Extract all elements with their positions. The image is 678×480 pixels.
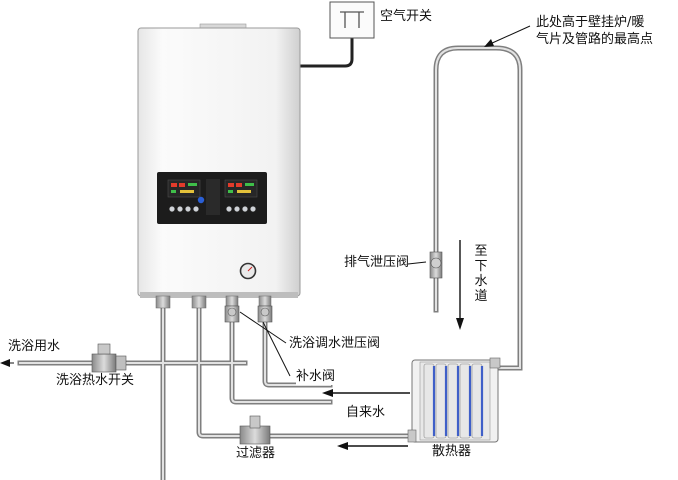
radiator-unit <box>407 357 501 443</box>
power-cable <box>298 36 354 68</box>
label-refill-valve: 补水阀 <box>296 369 336 385</box>
leader-lines <box>239 261 427 377</box>
valve-exhaust <box>429 251 443 279</box>
label-bath-hot-water-switch: 洗浴热水开关 <box>56 373 135 388</box>
display-right <box>224 179 258 198</box>
pipe-heating-return <box>196 302 248 439</box>
air-switch-box <box>329 1 375 39</box>
arrow-highest-point-line <box>489 25 531 45</box>
valve-bath-pressure <box>224 305 240 323</box>
label-air-switch: 空气开关 <box>380 9 433 24</box>
pipe-radiator-supply <box>433 45 523 371</box>
display-digits <box>171 183 242 187</box>
label-to-lower-channel: 至下水道 <box>474 244 488 304</box>
label-radiator: 散热器 <box>432 444 472 459</box>
label-exhaust-valve: 排气泄压阀 <box>344 255 410 270</box>
power-knob-icon <box>197 196 205 204</box>
arrow-drain-head <box>456 318 464 330</box>
boiler-body <box>137 27 301 297</box>
pipes <box>17 36 523 480</box>
label-highest-point-line1: 此处高于壁挂炉/暖 <box>536 15 645 30</box>
display-indicators <box>171 183 254 193</box>
label-highest-point-line2: 气片及管路的最高点 <box>536 32 654 47</box>
boiler-fittings <box>155 295 272 309</box>
leader-refill-valve <box>261 319 291 377</box>
arrow-tap-water-head <box>322 389 333 397</box>
radiator-fins <box>423 363 483 439</box>
display-left <box>167 179 201 198</box>
filter-fitting <box>239 415 271 445</box>
panel-label-center <box>206 179 220 215</box>
arrow-bath-water-head <box>0 359 10 367</box>
leader-exhaust-valve <box>407 261 427 265</box>
valve-bath-hot-water-switch <box>91 343 127 373</box>
wall-boiler <box>137 23 301 309</box>
flow-arrows <box>0 25 531 450</box>
boiler-bottom <box>140 292 298 298</box>
valve-refill <box>257 305 273 323</box>
label-highest-point: 此处高于壁挂炉/暖 气片及管路的最高点 <box>536 14 653 48</box>
label-filter: 过滤器 <box>236 446 276 461</box>
arrow-return-head <box>337 442 348 450</box>
label-bath-water: 洗浴用水 <box>8 339 61 354</box>
label-tap-water: 自来水 <box>346 405 386 420</box>
radiator-stripes <box>432 366 484 436</box>
label-bath-pressure-valve: 洗浴调水泄压阀 <box>289 336 381 352</box>
leader-bath-pressure-valve <box>239 311 287 344</box>
arrow-highest-point-head <box>484 39 494 47</box>
display-icons <box>180 190 251 193</box>
panel-buttons <box>169 206 256 212</box>
